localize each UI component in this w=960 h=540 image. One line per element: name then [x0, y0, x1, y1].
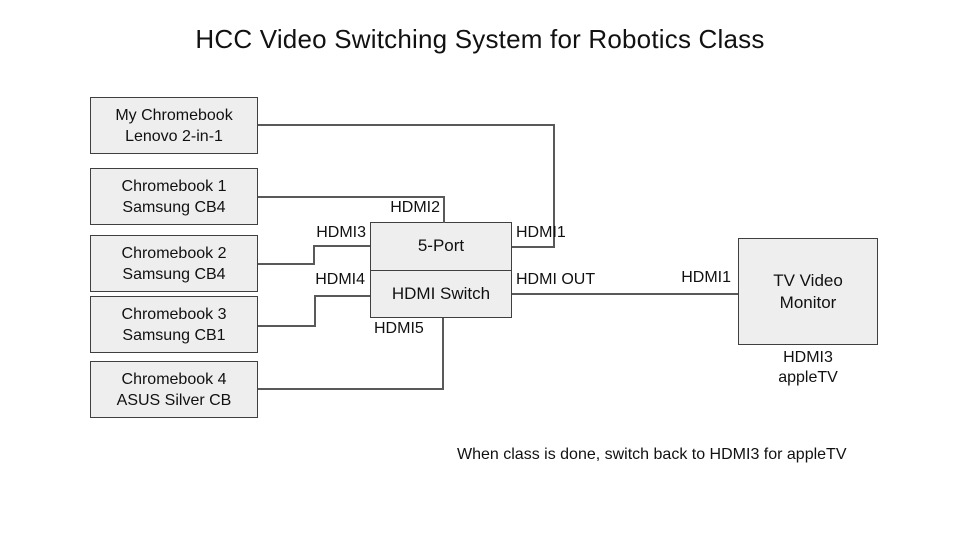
port-label-hdmi4: HDMI4 [315, 271, 365, 288]
port-label-hdmi3: HDMI3 [316, 224, 366, 241]
port-label-hdmi-out: HDMI OUT [516, 271, 596, 288]
switch-label-bottom: HDMI Switch [391, 283, 491, 303]
node-label-line2: Samsung CB4 [122, 265, 226, 283]
node-chromebook-2: Chromebook 2 Samsung CB4 [90, 235, 258, 292]
switch-label-top: 5-Port [371, 223, 511, 271]
wire-cb3-hdmi4-h2 [314, 295, 370, 297]
wire-cb1-hdmi2-v [443, 196, 445, 223]
tv-current-device-label: appleTV [778, 369, 838, 386]
node-hdmi-switch: 5-Port HDMI Switch [370, 222, 512, 318]
node-label-line1: Chromebook 1 [121, 177, 227, 195]
node-tv-monitor: TV Video Monitor [738, 238, 878, 345]
port-label-hdmi5: HDMI5 [374, 320, 424, 337]
node-label-line1: My Chromebook [115, 106, 233, 124]
node-chromebook-1: Chromebook 1 Samsung CB4 [90, 168, 258, 225]
wire-cb3-hdmi4-h1 [258, 325, 316, 327]
wire-cb2-hdmi3-v [313, 245, 315, 265]
node-chromebook-3: Chromebook 3 Samsung CB1 [90, 296, 258, 353]
node-label-line2: Samsung CB4 [122, 198, 226, 216]
port-label-hdmi1-tv: HDMI1 [681, 269, 731, 286]
diagram-title: HCC Video Switching System for Robotics … [195, 24, 765, 54]
wire-cb1-hdmi2-h [258, 196, 445, 198]
footer-note: When class is done, switch back to HDMI3… [457, 446, 847, 463]
node-label-line1: Chromebook 3 [121, 305, 227, 323]
wire-mychromebook-hdmi1-v [553, 124, 555, 248]
wire-mychromebook-hdmi1-entry [512, 246, 555, 248]
wire-cb2-hdmi3-h1 [258, 263, 315, 265]
wire-cb2-hdmi3-h2 [313, 245, 370, 247]
node-my-chromebook: My Chromebook Lenovo 2-in-1 [90, 97, 258, 154]
node-label-line2: Samsung CB1 [122, 326, 226, 344]
wire-cb4-hdmi5-v [442, 318, 444, 390]
wire-hdmiout-tv-h [512, 293, 738, 295]
node-label-line1: TV Video [773, 270, 843, 290]
node-chromebook-4: Chromebook 4 ASUS Silver CB [90, 361, 258, 418]
tv-current-input-label: HDMI3 [783, 349, 833, 366]
port-label-hdmi1-switch: HDMI1 [516, 224, 566, 241]
node-label-line1: Chromebook 2 [121, 244, 227, 262]
wire-mychromebook-hdmi1-h [258, 124, 555, 126]
node-label-line2: Lenovo 2-in-1 [125, 127, 223, 145]
node-label-line1: Chromebook 4 [121, 370, 227, 388]
wire-cb3-hdmi4-v [314, 295, 316, 327]
wire-cb4-hdmi5-h [258, 388, 444, 390]
node-label-line2: Monitor [779, 292, 837, 312]
port-label-hdmi2: HDMI2 [390, 199, 440, 216]
node-label-line2: ASUS Silver CB [116, 391, 232, 409]
